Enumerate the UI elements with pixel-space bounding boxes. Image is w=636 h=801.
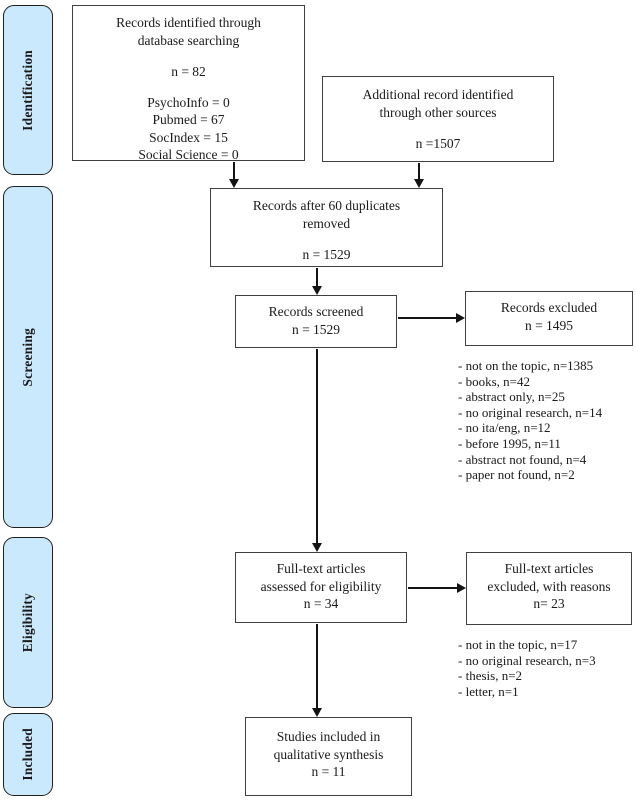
arrow-fulltext-to-excluded (408, 583, 466, 593)
stage-included: Included (3, 713, 53, 796)
eligibility-reason-item: - letter, n=1 (458, 683, 519, 699)
source-socindex: SocIndex = 15 (149, 129, 228, 145)
stage-screening: Screening (3, 186, 53, 528)
screening-reason-item: - books, n=42 (458, 373, 530, 389)
box-fulltext-excluded-title-line1: Full-text articles (504, 561, 594, 576)
box-studies-included: Studies included in qualitative synthesi… (245, 717, 412, 796)
box-other-sources: Additional record identified through oth… (322, 76, 554, 162)
box-fulltext-assessed-count: n = 34 (303, 596, 339, 611)
screening-reason-item: - no ita/eng, n=12 (458, 420, 551, 436)
source-psychoinfo: PsychoInfo = 0 (147, 94, 230, 110)
box-fulltext-assessed-title-line1: Full-text articles (276, 561, 366, 576)
box-records-excluded-count: n = 1495 (524, 317, 574, 333)
screening-reason-item: - abstract not found, n=4 (458, 451, 587, 467)
eligibility-exclusion-reasons: - not in the topic, n=17 - no original r… (458, 637, 636, 699)
box-duplicates-removed: Records after 60 duplicates removed n = … (210, 188, 443, 267)
eligibility-reason-item: - not in the topic, n=17 (458, 637, 578, 652)
box-studies-included-title-line1: Studies included in (276, 729, 381, 744)
box-database-search-count: n = 82 (171, 64, 206, 79)
arrow-fulltext-to-included (312, 624, 322, 717)
source-pubmed: Pubmed = 67 (152, 112, 225, 127)
stage-screening-label: Screening (20, 327, 35, 387)
source-social-science: Social Science = 0 (138, 147, 239, 162)
screening-reason-item: - before 1995, n=11 (458, 435, 561, 451)
screening-reason-item: - no original research, n=14 (458, 404, 603, 420)
stage-eligibility: Eligibility (3, 537, 53, 708)
box-fulltext-excluded-title-line2: excluded, with reasons (487, 578, 611, 594)
box-records-excluded: Records excluded n = 1495 (465, 291, 633, 346)
stage-eligibility-label: Eligibility (20, 592, 35, 653)
stage-identification-label: Identification (20, 49, 35, 131)
screening-reason-item: - abstract only, n=25 (458, 389, 565, 405)
box-records-screened: Records screened n = 1529 (235, 295, 397, 348)
stage-included-label: Included (20, 728, 35, 781)
box-duplicates-removed-title-line2: removed (302, 215, 351, 231)
box-database-search-title-line2: database searching (137, 32, 240, 48)
arrow-database-to-duplicates (229, 162, 239, 188)
stage-identification: Identification (3, 5, 53, 175)
box-other-sources-title-line2: through other sources (379, 104, 497, 120)
screening-reason-item: - not on the topic, n=1385 (458, 358, 594, 373)
arrow-duplicates-to-screened (312, 268, 322, 295)
box-duplicates-removed-title-line1: Records after 60 duplicates (252, 198, 401, 213)
box-records-excluded-title: Records excluded (500, 300, 598, 315)
box-records-screened-title: Records screened (268, 304, 364, 319)
eligibility-reason-item: - no original research, n=3 (458, 652, 596, 668)
box-studies-included-title-line2: qualitative synthesis (273, 746, 384, 762)
screening-reason-item: - paper not found, n=2 (458, 467, 575, 483)
box-duplicates-removed-count: n = 1529 (302, 247, 351, 262)
box-fulltext-assessed-title-line2: assessed for eligibility (260, 578, 382, 594)
arrow-othersources-to-duplicates (414, 163, 424, 188)
box-fulltext-excluded-count: n= 23 (533, 596, 565, 611)
box-studies-included-count: n = 11 (311, 764, 346, 779)
box-other-sources-title-line1: Additional record identified (362, 87, 514, 102)
box-fulltext-assessed: Full-text articles assessed for eligibil… (235, 552, 407, 623)
eligibility-reason-item: - thesis, n=2 (458, 668, 523, 684)
box-database-search: Records identified through database sear… (72, 5, 305, 162)
screening-exclusion-reasons: - not on the topic, n=1385 - books, n=42… (458, 358, 636, 483)
box-database-search-title-line1: Records identified through (116, 15, 261, 30)
box-other-sources-count: n =1507 (415, 136, 461, 151)
arrow-screened-to-excluded (398, 313, 465, 323)
box-records-screened-count: n = 1529 (291, 321, 341, 337)
box-fulltext-excluded: Full-text articles excluded, with reason… (466, 552, 632, 625)
arrow-screened-to-fulltext (312, 349, 322, 552)
